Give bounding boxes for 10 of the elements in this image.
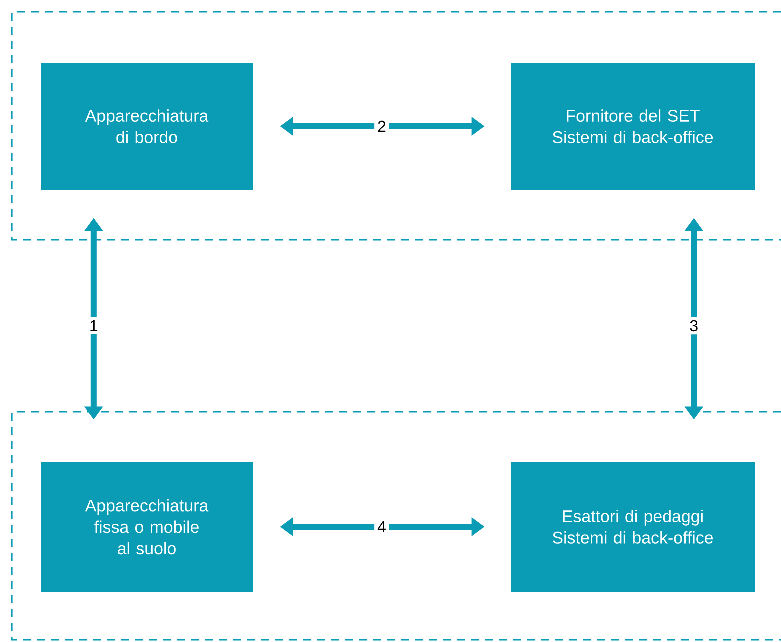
process-box: Esattori di pedaggi Sistemi di back-office <box>511 462 755 592</box>
dashed-frame <box>11 11 781 241</box>
edge-label: 1 <box>86 318 102 334</box>
edge-label: 4 <box>374 518 390 536</box>
edge-label: 3 <box>686 317 702 335</box>
process-box: Apparecchiatura di bordo <box>41 63 253 190</box>
edge-label: 2 <box>374 118 390 136</box>
process-box: Apparecchiatura fissa o mobile al suolo <box>41 462 253 592</box>
dashed-frame <box>11 411 781 641</box>
process-box: Fornitore del SET Sistemi di back-office <box>511 63 755 190</box>
